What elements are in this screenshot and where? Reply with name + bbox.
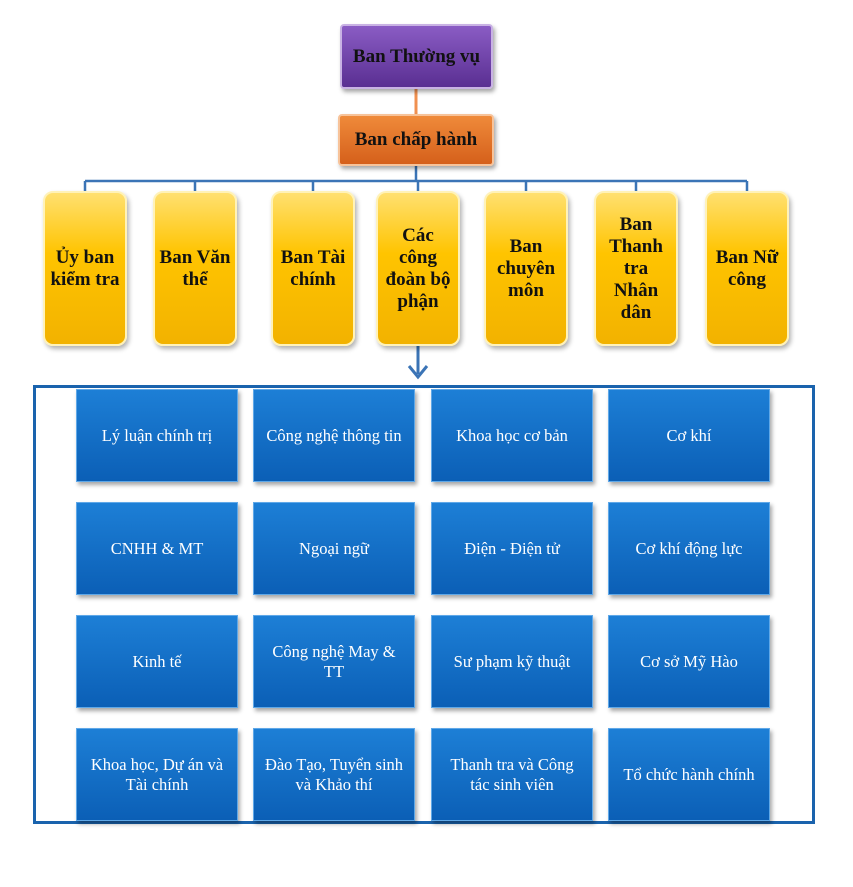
department-box: Điện - Điện tử: [431, 502, 593, 595]
department-label: CNHH & MT: [110, 538, 204, 558]
executive-committee-box: Ban chấp hành: [338, 114, 494, 166]
committee-label: Ban Thanh tra Nhân dân: [609, 213, 663, 323]
department-label: Công nghệ thông tin: [266, 425, 402, 445]
department-label: Sư phạm kỹ thuật: [453, 651, 571, 671]
department-box: Sư phạm kỹ thuật: [431, 615, 593, 708]
department-box: Thanh tra và Công tác sinh viên: [431, 728, 593, 821]
department-label: Đào Tạo, Tuyển sinh và Khảo thí: [264, 754, 404, 794]
department-box: Kinh tế: [76, 615, 238, 708]
committee-box: Ban Nữ công: [705, 191, 789, 346]
department-label: Thanh tra và Công tác sinh viên: [450, 754, 574, 794]
department-box: Ngoại ngữ: [253, 502, 415, 595]
committee-label: Ban Văn thể: [159, 246, 231, 290]
committee-box: Ban chuyên môn: [484, 191, 568, 346]
department-label: Cơ khí: [666, 425, 712, 445]
committee-label: Ủy ban kiểm tra: [50, 246, 120, 290]
committee-label: Các công đoàn bộ phận: [385, 224, 451, 312]
department-label: Điện - Điện tử: [464, 538, 560, 558]
committee-box: Ban Thanh tra Nhân dân: [594, 191, 678, 346]
department-box: Khoa học, Dự án và Tài chính: [76, 728, 238, 821]
down-arrow-head: [407, 365, 429, 380]
department-label: Công nghệ May & TT: [272, 641, 396, 681]
department-box: Công nghệ May & TT: [253, 615, 415, 708]
committee-box: Ban Tài chính: [271, 191, 355, 346]
department-label: Ngoại ngữ: [299, 538, 369, 558]
department-box: Tổ chức hành chính: [608, 728, 770, 821]
committee-box: Ủy ban kiểm tra: [43, 191, 127, 346]
department-box: Công nghệ thông tin: [253, 389, 415, 482]
department-label: Cơ sở Mỹ Hào: [640, 651, 738, 671]
department-label: Khoa học cơ bản: [456, 425, 568, 445]
department-box: CNHH & MT: [76, 502, 238, 595]
department-box: Đào Tạo, Tuyển sinh và Khảo thí: [253, 728, 415, 821]
department-box: Cơ sở Mỹ Hào: [608, 615, 770, 708]
standing-committee-label: Ban Thường vụ: [352, 45, 481, 67]
department-box: Lý luận chính trị: [76, 389, 238, 482]
department-label: Lý luận chính trị: [101, 425, 213, 445]
executive-committee-label: Ban chấp hành: [354, 129, 478, 150]
department-label: Cơ khí động lực: [635, 538, 743, 558]
committee-box: Các công đoàn bộ phận: [376, 191, 460, 346]
committee-box: Ban Văn thể: [153, 191, 237, 346]
department-box: Cơ khí động lực: [608, 502, 770, 595]
department-box: Cơ khí: [608, 389, 770, 482]
department-label: Kinh tế: [132, 651, 182, 671]
department-box: Khoa học cơ bản: [431, 389, 593, 482]
standing-committee-box: Ban Thường vụ: [340, 24, 493, 89]
department-label: Khoa học, Dự án và Tài chính: [90, 754, 224, 794]
committee-label: Ban Tài chính: [280, 246, 346, 290]
department-label: Tổ chức hành chính: [623, 764, 755, 784]
committee-label: Ban chuyên môn: [496, 235, 556, 301]
committee-label: Ban Nữ công: [715, 246, 779, 290]
